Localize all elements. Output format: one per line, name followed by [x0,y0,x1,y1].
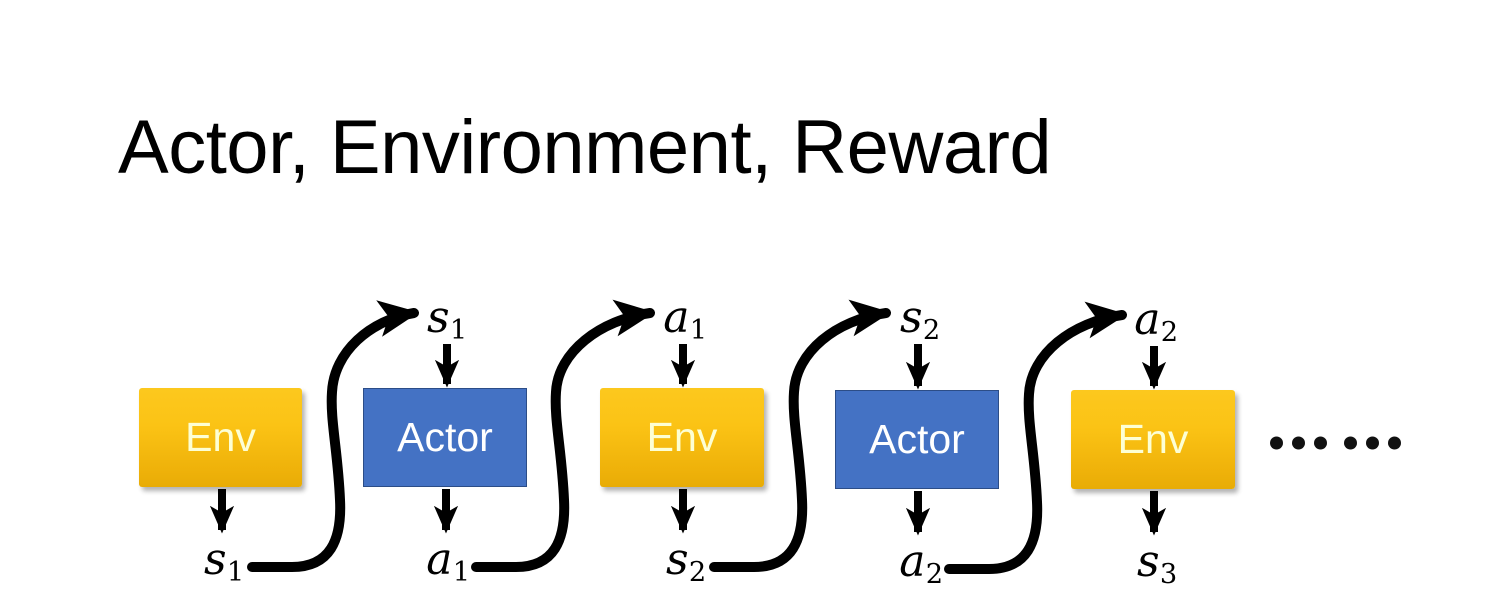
connector-a1-feedback [471,299,655,572]
var-subscript: 1 [226,557,245,589]
node-actor-2[interactable]: Actor [835,390,999,489]
label-action-a2-bottom: a2 [899,540,943,589]
var-base: s [204,534,227,585]
var-subscript: 2 [925,559,944,591]
ellipsis-dot [1344,436,1357,450]
node-label: Env [1117,416,1189,462]
label-state-s1-top: s1 [427,296,467,345]
label-state-s2-bottom: s2 [666,538,706,587]
var-subscript: 2 [688,557,707,589]
var-subscript: 1 [452,557,471,589]
label-action-a1-top: a1 [663,296,707,345]
node-label: Env [646,414,718,460]
var-base: a [1134,294,1161,345]
connector-s2-feedback [709,299,891,572]
var-subscript: 2 [922,315,941,347]
var-base: a [426,534,453,585]
ellipsis-dot [1292,436,1305,450]
var-base: a [899,536,926,587]
var-subscript: 1 [689,315,708,347]
label-state-s1-bottom: s1 [204,538,244,587]
ellipsis-dot [1388,436,1401,450]
node-env-1[interactable]: Env [139,388,302,487]
ellipsis-dot [1270,436,1283,450]
node-env-3[interactable]: Env [1071,390,1235,489]
ellipsis-icon [1270,436,1401,450]
var-base: s [900,292,923,343]
ellipsis-dot [1314,436,1327,450]
node-label: Actor [869,416,965,462]
var-base: s [666,534,689,585]
var-subscript: 1 [449,315,468,347]
connector-s1-feedback [247,300,419,572]
node-label: Actor [397,414,493,460]
node-env-2[interactable]: Env [600,388,764,487]
ellipsis-dot [1366,436,1379,450]
label-action-a2-top: a2 [1134,298,1178,347]
var-subscript: 2 [1160,317,1179,349]
var-base: s [1137,536,1160,587]
node-label: Env [185,414,256,460]
var-subscript: 3 [1159,559,1178,591]
label-action-a1-bottom: a1 [426,538,470,587]
node-actor-1[interactable]: Actor [363,388,527,487]
connector-a2-feedback [944,301,1127,574]
page-title: Actor, Environment, Reward [118,105,1052,190]
label-state-s2-top: s2 [900,296,940,345]
label-state-s3-bottom: s3 [1137,540,1177,589]
var-base: s [427,292,450,343]
var-base: a [663,292,690,343]
